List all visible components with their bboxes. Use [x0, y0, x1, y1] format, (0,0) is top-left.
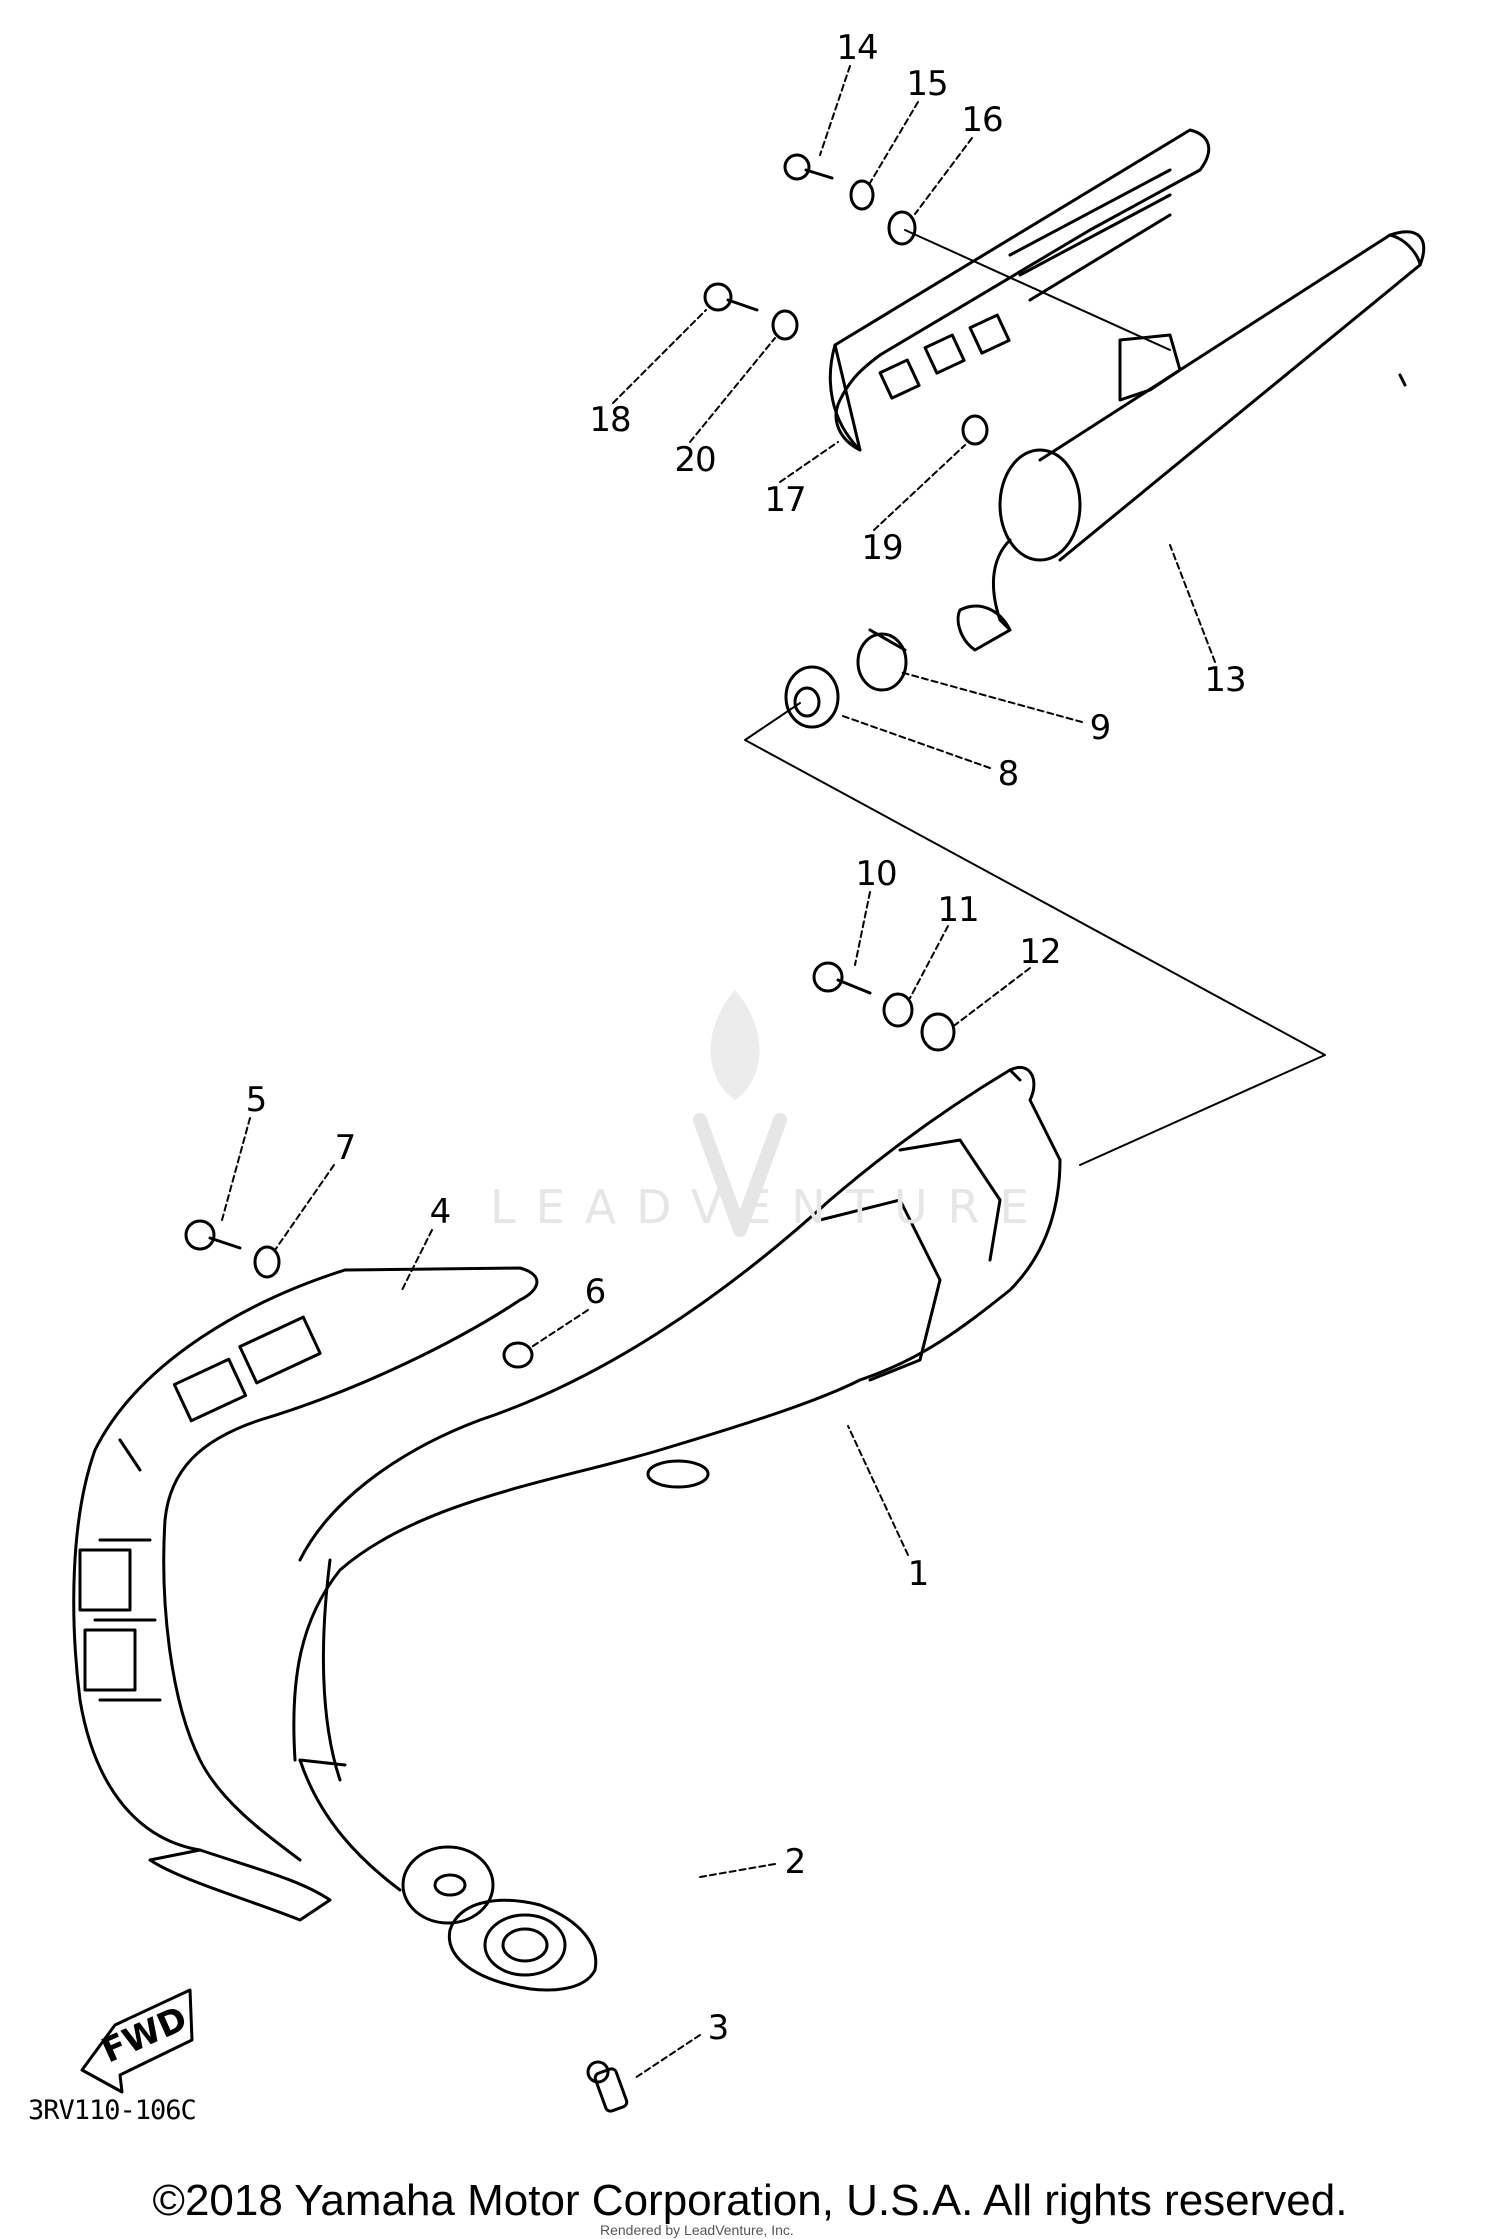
callout-5[interactable]: 5 [245, 1080, 268, 1120]
bolt-10-part [812, 961, 872, 995]
drain-bolt-part [586, 2060, 629, 2113]
watermark-logo-icon [693, 990, 787, 1237]
callout-6[interactable]: 6 [584, 1272, 607, 1312]
callout-10[interactable]: 10 [855, 854, 897, 894]
callout-17[interactable]: 17 [764, 480, 806, 520]
spring-washer-15-part [849, 179, 875, 211]
callout-8[interactable]: 8 [997, 754, 1020, 794]
silencer-protector-part [828, 128, 1211, 452]
washer-7-part [253, 1245, 281, 1279]
joint-8-part [784, 665, 840, 729]
pipe-protector-part [72, 1266, 539, 1922]
washer-16-part [887, 210, 917, 246]
exhaust-pipe-part [292, 1065, 1062, 1992]
callout-1[interactable]: 1 [907, 1554, 930, 1594]
callout-12[interactable]: 12 [1019, 932, 1061, 972]
bolt-14-part [783, 153, 834, 181]
leader-lines [221, 65, 1216, 2079]
callout-13[interactable]: 13 [1204, 660, 1246, 700]
washer-12-part [920, 1012, 956, 1052]
watermark-text: LEADVENTURE [490, 1180, 1049, 1234]
callout-11[interactable]: 11 [937, 890, 979, 930]
callout-16[interactable]: 16 [961, 100, 1003, 140]
callout-2[interactable]: 2 [784, 1842, 807, 1882]
bolt-18-part [703, 282, 759, 312]
silencer-part [956, 230, 1426, 652]
diagram-code: 3RV110-106C [28, 2095, 197, 2126]
callout-19[interactable]: 19 [861, 528, 903, 568]
rendered-by-note: Rendered by LeadVenture, Inc. [600, 2222, 794, 2238]
callout-4[interactable]: 4 [429, 1192, 452, 1232]
callout-20[interactable]: 20 [674, 440, 716, 480]
gasket-part [401, 1845, 495, 1925]
washer-20-part [771, 309, 799, 341]
clamp-9-part [856, 628, 908, 692]
copyright-notice: ©2018 Yamaha Motor Corporation, U.S.A. A… [152, 2176, 1348, 2225]
bolt-5-part [184, 1219, 242, 1251]
callout-7[interactable]: 7 [334, 1128, 357, 1168]
callout-14[interactable]: 14 [836, 28, 878, 68]
fwd-arrow-icon [80, 1988, 194, 2094]
washer-6-part [502, 1341, 534, 1369]
nut-19-part [961, 414, 989, 446]
callout-15[interactable]: 15 [906, 64, 948, 104]
assembly-guide-lines [744, 229, 1326, 1166]
callout-3[interactable]: 3 [707, 2008, 730, 2048]
spring-washer-11-part [882, 992, 914, 1028]
callout-9[interactable]: 9 [1089, 708, 1112, 748]
callout-18[interactable]: 18 [589, 400, 631, 440]
